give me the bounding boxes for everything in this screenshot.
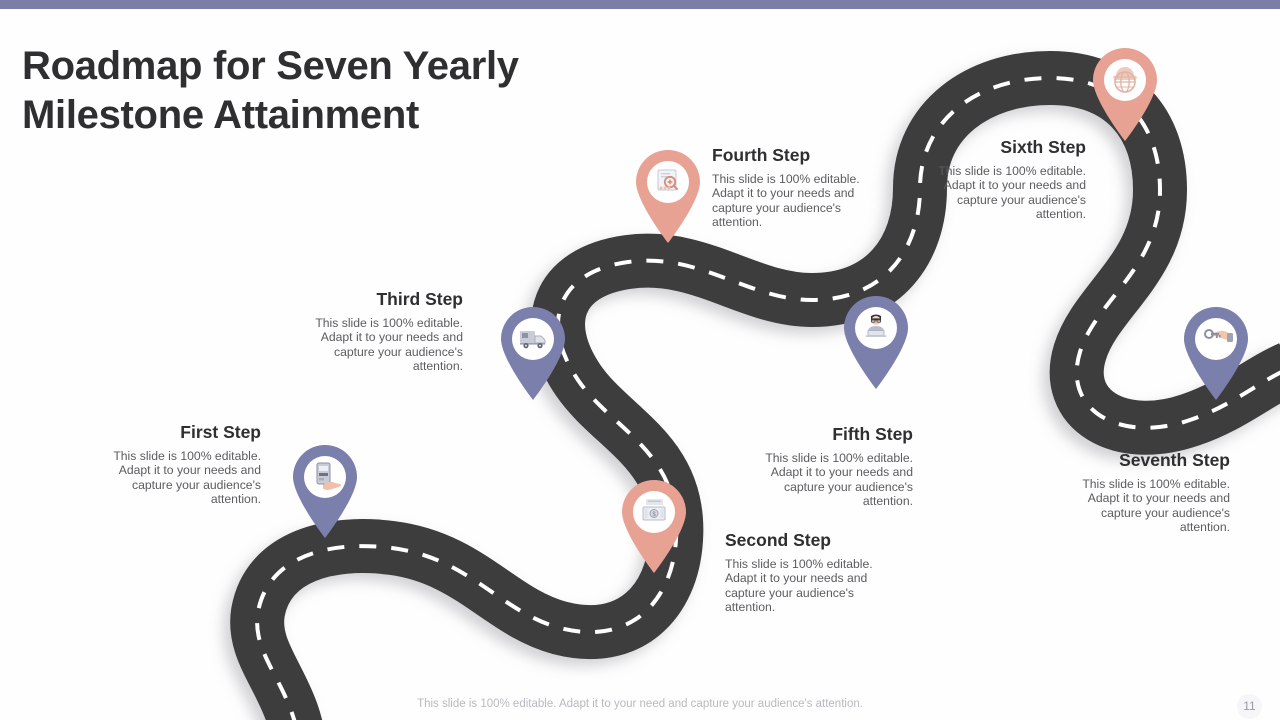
step-fifth: Fifth Step This slide is 100% editable. …	[738, 424, 913, 508]
step-second-title: Second Step	[725, 530, 831, 550]
step-first-body: This slide is 100% editable. Adapt it to…	[113, 449, 261, 506]
step-fourth-body: This slide is 100% editable. Adapt it to…	[712, 172, 860, 229]
mobile-payment-hand-icon	[316, 462, 341, 491]
pin-first-step[interactable]	[289, 441, 361, 539]
step-first: First Step This slide is 100% editable. …	[86, 422, 261, 506]
cash-money-icon: $	[642, 499, 666, 521]
step-sixth: Sixth Step This slide is 100% editable. …	[911, 137, 1086, 221]
top-accent-bar	[0, 0, 1280, 9]
step-first-title: First Step	[180, 422, 261, 442]
step-third: Third Step This slide is 100% editable. …	[288, 289, 463, 373]
svg-text:$: $	[652, 512, 656, 518]
page-title: Roadmap for Seven Yearly Milestone Attai…	[22, 42, 662, 140]
document-search-icon	[657, 169, 678, 191]
step-seventh: Seventh Step This slide is 100% editable…	[1055, 450, 1230, 534]
step-second: Second Step This slide is 100% editable.…	[725, 530, 900, 614]
pin-seventh-step[interactable]	[1180, 303, 1252, 401]
pin-third-step[interactable]	[497, 303, 569, 401]
page-title-line-2: Milestone Attainment	[22, 92, 419, 137]
step-third-title: Third Step	[376, 289, 463, 309]
step-sixth-title: Sixth Step	[1000, 137, 1086, 157]
globe-gear-icon	[1113, 67, 1137, 93]
delivery-truck-icon	[520, 331, 546, 349]
hand-holding-key-icon	[1204, 329, 1233, 342]
step-sixth-body: This slide is 100% editable. Adapt it to…	[938, 164, 1086, 221]
pin-inner-circle	[1195, 318, 1237, 360]
pin-sixth-step[interactable]	[1089, 44, 1161, 142]
step-fourth: Fourth Step This slide is 100% editable.…	[712, 145, 887, 229]
step-seventh-title: Seventh Step	[1119, 450, 1230, 470]
page-title-line-1: Roadmap for Seven Yearly	[22, 44, 519, 88]
road-center-dashes	[255, 75, 1280, 720]
page-number: 11	[1237, 694, 1262, 719]
pin-second-step[interactable]: $	[618, 476, 690, 574]
footer-note: This slide is 100% editable. Adapt it to…	[417, 698, 863, 710]
step-fifth-body: This slide is 100% editable. Adapt it to…	[765, 451, 913, 508]
step-fifth-title: Fifth Step	[832, 424, 913, 444]
pin-fifth-step[interactable]	[840, 292, 912, 390]
pin-fourth-step[interactable]	[632, 146, 704, 244]
step-third-body: This slide is 100% editable. Adapt it to…	[315, 316, 463, 373]
step-fourth-title: Fourth Step	[712, 145, 811, 165]
person-laptop-icon	[865, 314, 887, 337]
step-seventh-body: This slide is 100% editable. Adapt it to…	[1082, 477, 1230, 534]
step-second-body: This slide is 100% editable. Adapt it to…	[725, 557, 873, 614]
